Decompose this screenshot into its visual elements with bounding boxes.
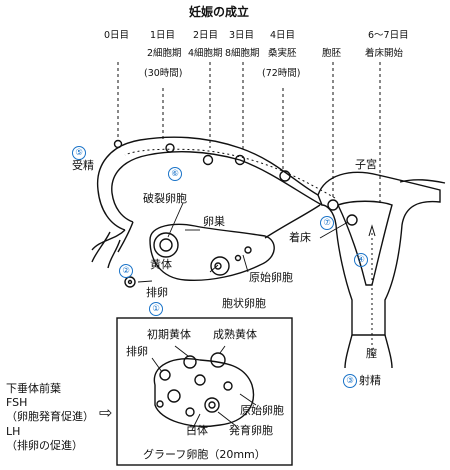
corpus-luteum-shape (153, 232, 179, 258)
timeline-stage-2: 4細胞期 (188, 48, 223, 59)
diagram-title: 妊娠の成立 (189, 5, 250, 19)
step-6-marker-wrap: ⑥ (168, 167, 184, 181)
timeline-stage-4: 桑実胚 (268, 48, 297, 59)
inset-ovulation: 排卵 (126, 345, 148, 358)
inset-mature-corpus-luteum: 成熟黄体 (213, 328, 257, 341)
timeline-stage-1: 2細胞期 (147, 48, 182, 59)
vesicular-follicle-shape (210, 256, 230, 276)
fsh-role: （卵胞発育促進） (6, 410, 94, 423)
timeline-day-4: 4日目 (270, 30, 296, 41)
timeline-day-6: 6～7日目 (368, 30, 409, 41)
step-6-marker: ⑥ (168, 167, 182, 181)
step-1-marker-wrap: ① (149, 302, 165, 316)
vagina-label: 膣 (366, 347, 377, 360)
timeline-day-1: 1日目 (150, 30, 176, 41)
fallopian-tube (96, 136, 319, 231)
ovulation-label: 排卵 (146, 286, 168, 299)
inset-frame (116, 317, 293, 466)
step-4-marker-wrap: ④ (354, 253, 370, 267)
step-2-marker: ② (119, 264, 133, 278)
timeline-sub-1: (30時間) (144, 68, 183, 79)
implantation-label: 着床 (289, 231, 311, 244)
inset-primordial-follicle: 原始卵胞 (240, 404, 284, 417)
fertilization-label: 受精 (72, 159, 94, 172)
timeline-day-3: 3日目 (229, 30, 255, 41)
inset-developing-follicle: 発育卵胞 (229, 424, 273, 437)
lh-label: LH (6, 425, 21, 438)
step-5-marker: ⑤ (72, 146, 86, 160)
uterus (317, 171, 441, 336)
sperm-path (124, 148, 373, 355)
vesicular-follicle-label: 胞状卵胞 (222, 297, 266, 310)
timeline-stage-6: 着床開始 (365, 48, 404, 59)
step-7-marker-wrap: ⑦ (320, 216, 336, 230)
ovum (124, 276, 136, 288)
step-1-marker: ① (149, 302, 163, 316)
inset-graafian-follicle: グラーフ卵胞（20mm） (143, 448, 266, 461)
timeline-stage-3: 8細胞期 (225, 48, 260, 59)
vagina (344, 334, 393, 369)
timeline-sub-4: (72時間) (262, 68, 301, 79)
inset-corpus-albicans: 白体 (186, 424, 208, 437)
fsh-label: FSH (6, 396, 28, 409)
primordial-follicle-label: 原始卵胞 (249, 271, 293, 284)
step-3-marker: ③ (343, 374, 357, 388)
inset-ovary (153, 358, 255, 427)
timeline-day-0: 0日目 (104, 30, 130, 41)
timeline-day-2: 2日目 (193, 30, 219, 41)
step-7-marker: ⑦ (320, 216, 334, 230)
step-4-marker: ④ (354, 253, 368, 267)
step-2-marker-wrap: ② (119, 264, 135, 278)
fimbriae (91, 221, 134, 269)
inset-early-corpus-luteum: 初期黄体 (147, 328, 191, 341)
uterus-label: 子宮 (355, 158, 377, 171)
timeline-stage-5: 胞胚 (322, 48, 342, 59)
ejaculation-label: 射精 (359, 374, 381, 387)
pituitary-title: 下垂体前葉 (6, 382, 61, 395)
ovary (149, 223, 275, 282)
ruptured-follicle-label: 破裂卵胞 (143, 192, 187, 205)
step-5-fertilization: ⑤ 受精 (72, 146, 94, 171)
timeline-guides (117, 62, 381, 205)
pituitary-arrow: ⇨ (99, 403, 113, 422)
lh-role: （排卵の促進） (6, 439, 83, 452)
ovary-label: 卵巣 (203, 215, 225, 228)
corpus-luteum-label: 黄体 (150, 258, 172, 271)
